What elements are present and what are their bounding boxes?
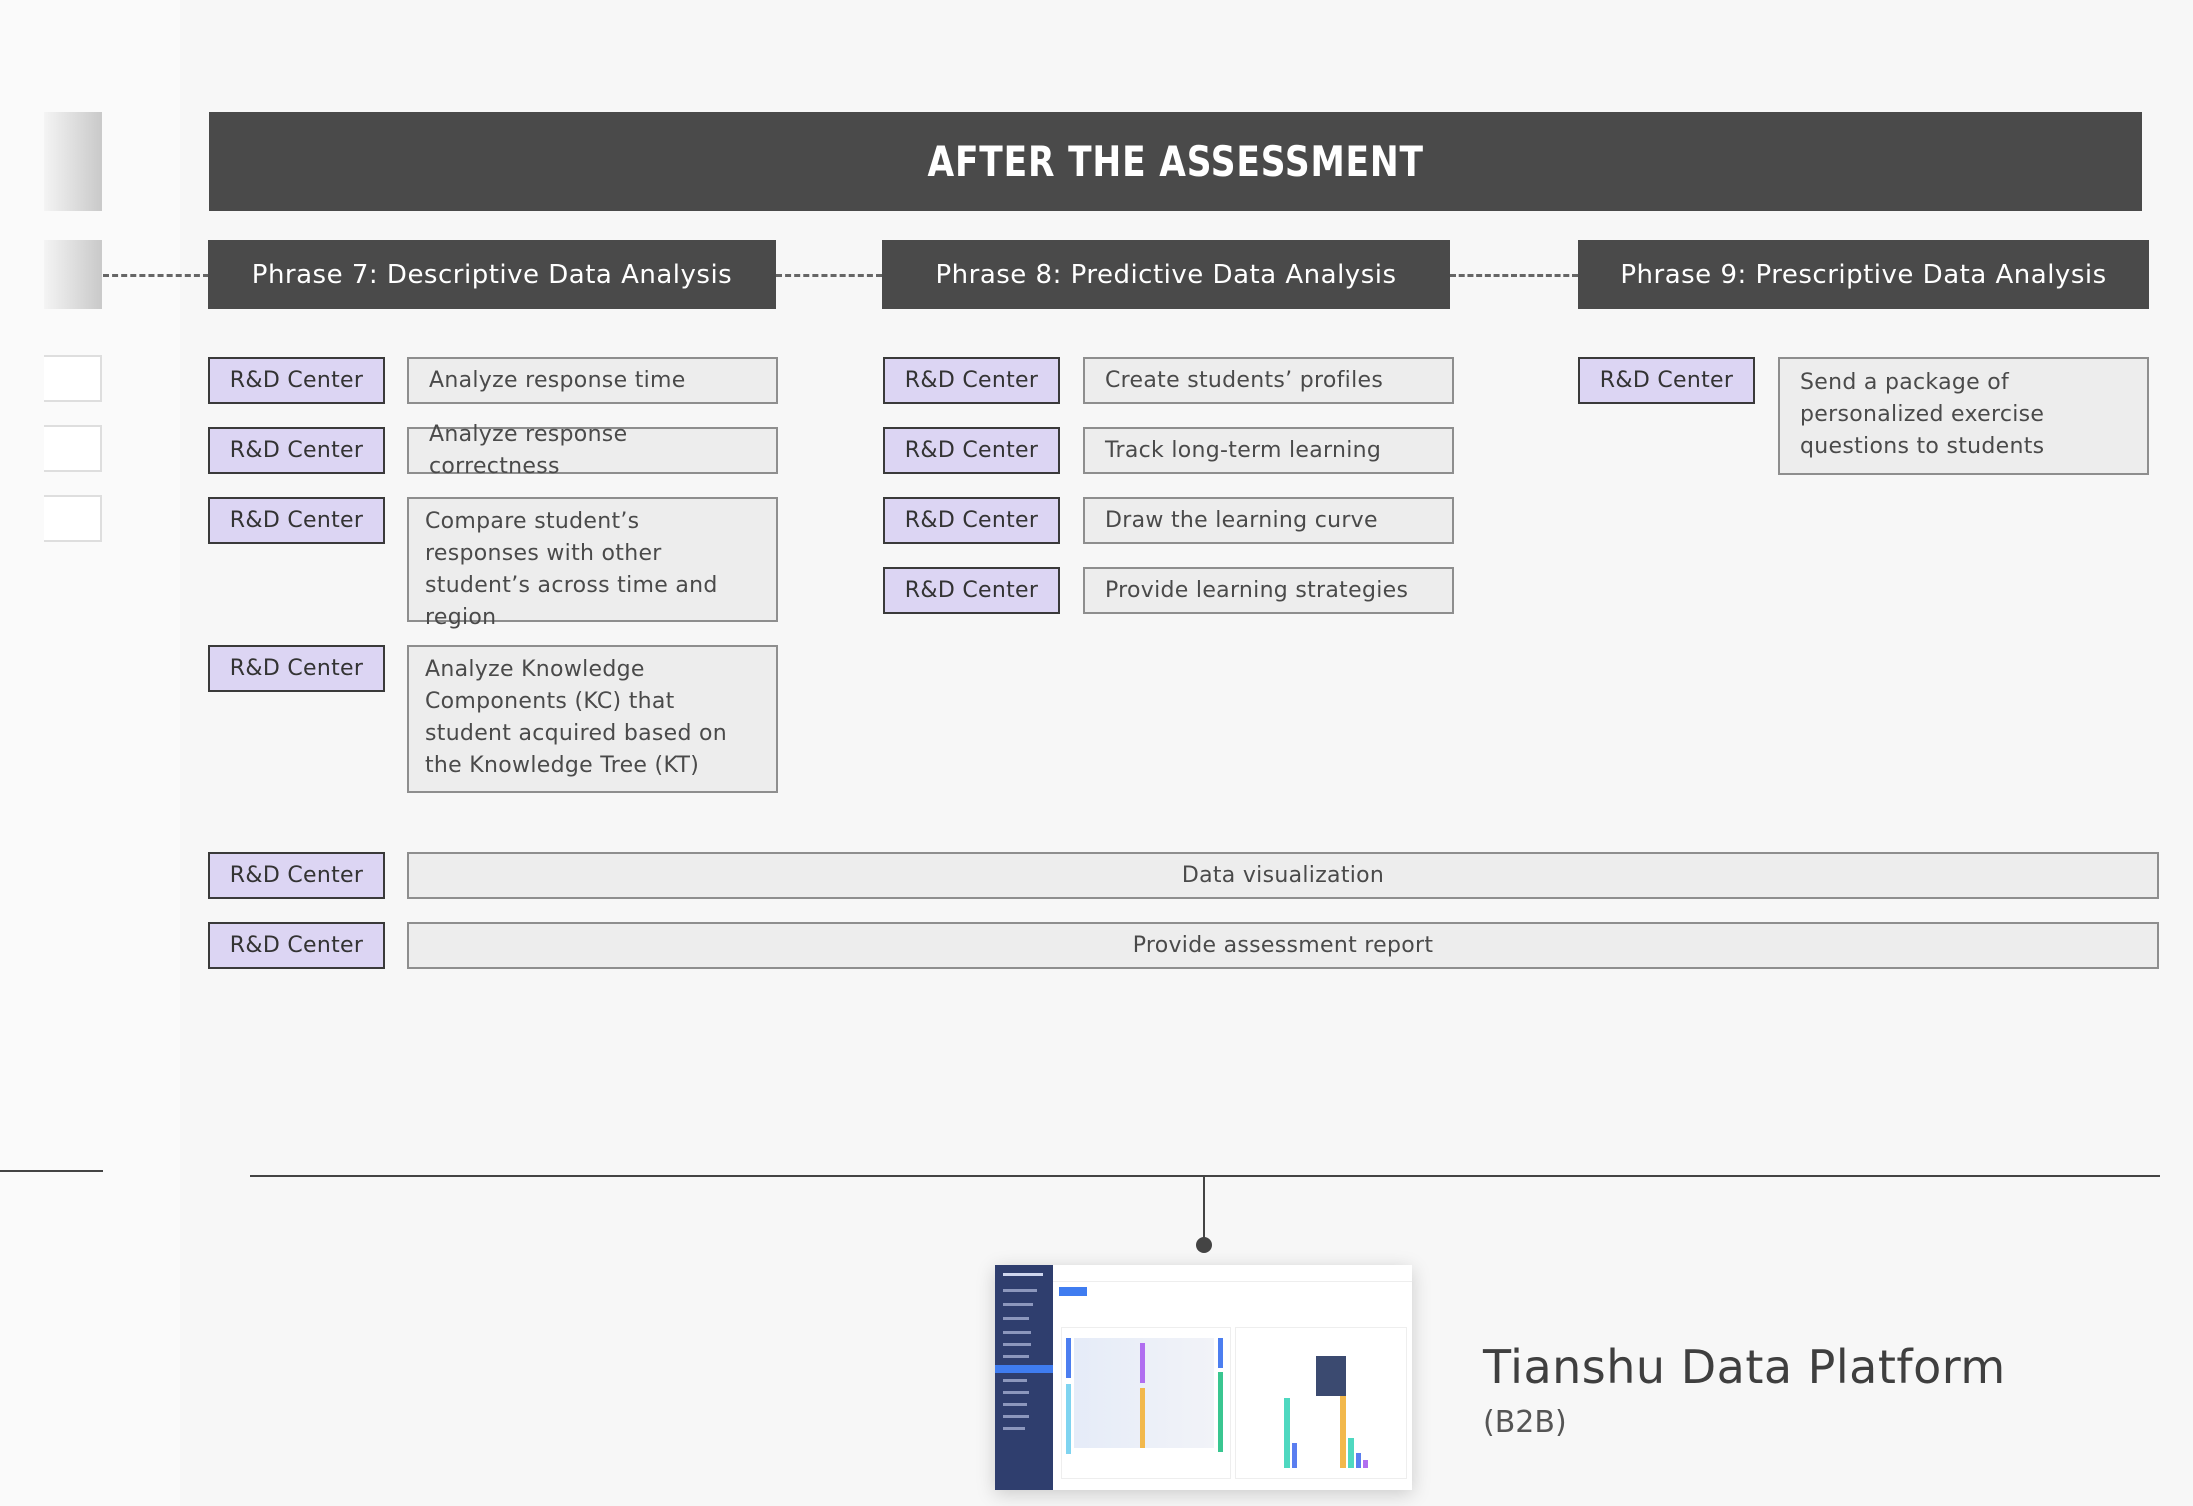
thumb-sidebar — [995, 1265, 1053, 1490]
ghost-row — [44, 355, 102, 402]
role-badge: R&D Center — [208, 497, 385, 544]
phase-8-header: Phrase 8: Predictive Data Analysis — [882, 240, 1450, 309]
task-analyze-response-time: Analyze response time — [407, 357, 778, 404]
phase-connector — [776, 274, 882, 277]
thumb-sankey-panel — [1061, 1327, 1231, 1479]
role-badge: R&D Center — [1578, 357, 1755, 404]
platform-title: Tianshu Data Platform — [1483, 1340, 2006, 1394]
phase-connector — [103, 274, 209, 277]
connector-dot — [1196, 1237, 1212, 1253]
left-strip — [0, 0, 180, 1506]
thumb-bar-panel — [1235, 1327, 1407, 1479]
ghost-phase — [44, 240, 102, 309]
role-badge: R&D Center — [883, 427, 1060, 474]
role-badge: R&D Center — [208, 427, 385, 474]
platform-screenshot — [995, 1265, 1412, 1490]
task-learning-curve: Draw the learning curve — [1083, 497, 1454, 544]
role-badge: R&D Center — [208, 357, 385, 404]
task-analyze-knowledge-components: Analyze Knowledge Components (KC) that s… — [407, 645, 778, 793]
role-badge: R&D Center — [208, 922, 385, 969]
task-compare-responses: Compare student’s responses with other s… — [407, 497, 778, 630]
role-badge: R&D Center — [208, 645, 385, 692]
phase-7-header: Phrase 7: Descriptive Data Analysis — [208, 240, 776, 309]
divider-line — [250, 1175, 2160, 1177]
task-create-profiles: Create students’ profiles — [1083, 357, 1454, 404]
task-track-learning: Track long-term learning — [1083, 427, 1454, 474]
phase-connector — [1450, 274, 1578, 277]
task-analyze-response-correctness: Analyze response correctness — [407, 422, 778, 479]
phase-9-header: Phrase 9: Prescriptive Data Analysis — [1578, 240, 2149, 309]
task-send-exercise-package: Send a package of personalized exercise … — [1778, 357, 2149, 475]
task-assessment-report: Provide assessment report — [407, 922, 2159, 969]
task-data-visualization: Data visualization — [407, 852, 2159, 899]
role-badge: R&D Center — [208, 852, 385, 899]
task-learning-strategies: Provide learning strategies — [1083, 567, 1454, 614]
thumb-topbar — [1053, 1265, 1412, 1282]
ghost-divider — [0, 1170, 103, 1172]
role-badge: R&D Center — [883, 357, 1060, 404]
section-banner: AFTER THE ASSESSMENT — [209, 112, 2142, 211]
platform-subtitle: (B2B) — [1483, 1405, 1567, 1440]
ghost-row — [44, 425, 102, 472]
ghost-row — [44, 495, 102, 542]
thumb-tab — [1059, 1287, 1087, 1296]
connector-line — [1203, 1175, 1205, 1245]
role-badge: R&D Center — [883, 497, 1060, 544]
ghost-banner — [44, 112, 102, 211]
role-badge: R&D Center — [883, 567, 1060, 614]
